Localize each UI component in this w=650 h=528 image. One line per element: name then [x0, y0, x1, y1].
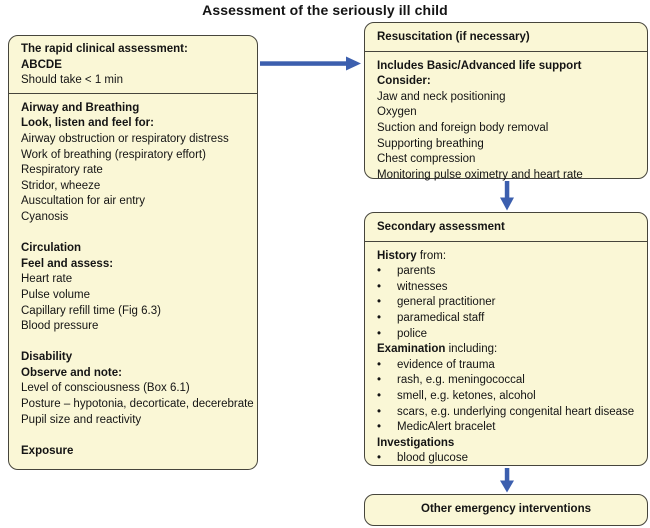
bullet-text: paramedical staff — [397, 311, 485, 324]
bullet-icon: • — [377, 327, 382, 340]
disability-item: Level of consciousness (Box 6.1) — [21, 382, 190, 395]
bullet-text: parents — [397, 265, 436, 278]
section-gap — [21, 226, 245, 242]
resuscitation-header: Resuscitation (if necessary) — [365, 23, 647, 52]
rapid-header-line1: The rapid clinical assessment: — [21, 43, 188, 55]
disability-item: Posture – hypotonia, decorticate, decere… — [21, 398, 254, 411]
diagram-title: Assessment of the seriously ill child — [202, 2, 448, 18]
bullet-text: smell, e.g. ketones, alcohol — [397, 389, 536, 402]
section-subheading-airway: Look, listen and feel for: — [21, 117, 154, 130]
examination-bullet: • smell, e.g. ketones, alcohol — [377, 389, 635, 405]
airway-item: Airway obstruction or respiratory distre… — [21, 132, 229, 145]
secondary-assessment-header-label: Secondary assessment — [377, 221, 505, 233]
bullet-text: MedicAlert bracelet — [397, 421, 496, 434]
group-label-bold: Investigations — [377, 436, 455, 449]
airway-item: Respiratory rate — [21, 164, 103, 177]
group-label-rest: including: — [445, 343, 498, 356]
bullet-text: witnesses — [397, 280, 448, 293]
resuscitation-box: Resuscitation (if necessary) Includes Ba… — [364, 22, 648, 181]
resuscitation-header-label: Resuscitation (if necessary) — [377, 31, 530, 43]
airway-item: Stridor, wheeze — [21, 179, 101, 192]
examination-bullet: • scars, e.g. underlying congenital heart… — [377, 405, 635, 421]
other-interventions-label: Other emergency interventions — [421, 503, 591, 516]
group-label-examination: Examination including: — [377, 342, 635, 358]
bullet-text: general practitioner — [397, 296, 496, 309]
resuscitation-body: Includes Basic/Advanced life support Con… — [365, 52, 647, 188]
resuscitation-item: Suction and foreign body removal — [377, 121, 549, 134]
secondary-assessment-header: Secondary assessment — [365, 213, 647, 242]
bullet-icon: • — [377, 452, 382, 465]
secondary-assessment-box: Secondary assessment History from: • pare… — [364, 212, 648, 466]
history-bullet: • police — [377, 327, 635, 343]
history-bullet: • parents — [377, 264, 635, 280]
bullet-icon: • — [377, 389, 382, 402]
bullet-icon: • — [377, 358, 382, 371]
arrow-rapid-to-resuscitation-icon — [260, 56, 361, 71]
examination-bullet: • rash, e.g. meningococcal — [377, 373, 635, 389]
resuscitation-bold-line: Includes Basic/Advanced life support — [377, 59, 582, 72]
section-subheading-disability: Observe and note: — [21, 366, 122, 379]
bullet-text: blood glucose — [397, 452, 468, 465]
group-label-bold: Examination — [377, 343, 446, 356]
rapid-assessment-header: The rapid clinical assessment: ABCDE Sho… — [9, 36, 257, 94]
circulation-item: Blood pressure — [21, 320, 99, 333]
group-label-history: History from: — [377, 249, 635, 265]
section-subheading-circulation: Feel and assess: — [21, 257, 114, 270]
section-heading-disability: Disability — [21, 351, 73, 364]
section-gap — [21, 428, 245, 444]
bullet-icon: • — [377, 265, 382, 278]
section-heading-airway: Airway and Breathing — [21, 101, 140, 114]
arrow-secondary-to-other-icon — [500, 468, 514, 493]
rapid-assessment-body: Airway and Breathing Look, listen and fe… — [9, 94, 257, 464]
bullet-text: evidence of trauma — [397, 358, 495, 371]
group-label-rest: from: — [416, 249, 447, 262]
group-label-investigations: Investigations — [377, 436, 635, 452]
section-heading-exposure: Exposure — [21, 444, 74, 457]
history-bullet: • paramedical staff — [377, 311, 635, 327]
resuscitation-item: Monitoring pulse oximetry and heart rate — [377, 168, 583, 181]
bullet-text: police — [397, 327, 428, 340]
circulation-item: Heart rate — [21, 273, 73, 286]
examination-bullet: • evidence of trauma — [377, 358, 635, 374]
resuscitation-item: Chest compression — [377, 153, 476, 166]
bullet-icon: • — [377, 280, 382, 293]
group-label-bold: History — [377, 249, 417, 262]
circulation-item: Pulse volume — [21, 288, 91, 301]
airway-item: Auscultation for air entry — [21, 195, 146, 208]
section-heading-circulation: Circulation — [21, 242, 82, 255]
bullet-text: rash, e.g. meningococcal — [397, 374, 525, 387]
bullet-text: scars, e.g. underlying congenital heart … — [397, 405, 635, 418]
bullet-icon: • — [377, 421, 382, 434]
rapid-header-line3: Should take < 1 min — [21, 74, 123, 87]
bullet-icon: • — [377, 374, 382, 387]
circulation-item: Capillary refill time (Fig 6.3) — [21, 304, 161, 317]
section-gap — [21, 335, 245, 351]
resuscitation-bold-line: Consider: — [377, 75, 431, 88]
examination-bullet: • MedicAlert bracelet — [377, 420, 635, 436]
bullet-icon: • — [377, 405, 382, 418]
airway-item: Work of breathing (respiratory effort) — [21, 148, 206, 161]
bullet-icon: • — [377, 296, 382, 309]
investigations-bullet: • blood glucose — [377, 451, 635, 467]
disability-item: Pupil size and reactivity — [21, 413, 142, 426]
rapid-assessment-box: The rapid clinical assessment: ABCDE Sho… — [8, 35, 258, 470]
history-bullet: • general practitioner — [377, 295, 635, 311]
resuscitation-item: Supporting breathing — [377, 137, 484, 150]
rapid-header-line2: ABCDE — [21, 58, 62, 71]
bullet-icon: • — [377, 311, 382, 324]
other-interventions-box: Other emergency interventions — [364, 494, 648, 526]
secondary-assessment-body: History from: • parents • witnesses • gener… — [365, 242, 647, 471]
resuscitation-item: Jaw and neck positioning — [377, 90, 506, 103]
airway-item: Cyanosis — [21, 210, 69, 223]
resuscitation-item: Oxygen — [377, 106, 417, 119]
history-bullet: • witnesses — [377, 280, 635, 296]
